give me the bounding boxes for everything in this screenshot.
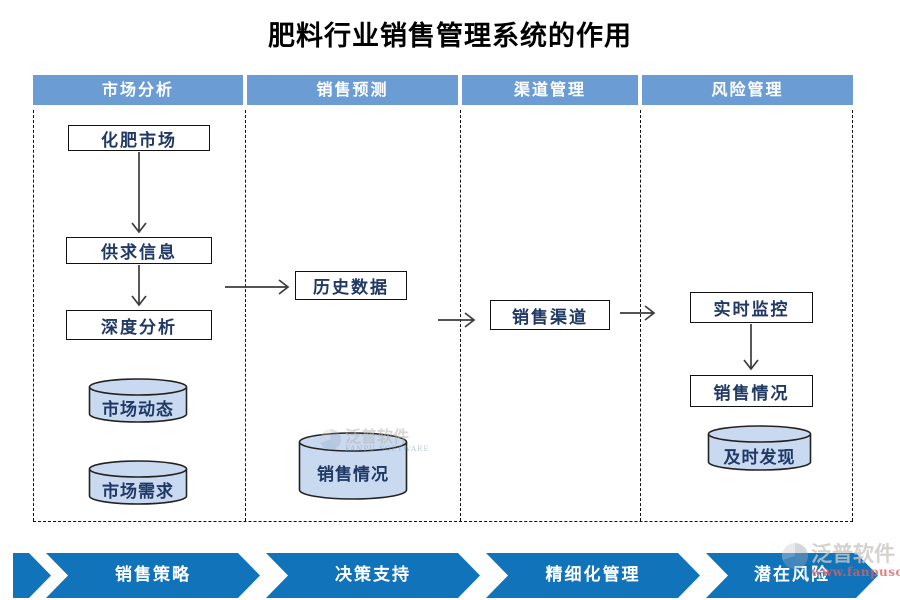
- lane-divider: [640, 110, 641, 521]
- banner-segment-decision-support: 决策支持: [266, 553, 480, 598]
- node-realtime-monitor: 实时监控: [690, 292, 813, 323]
- arrow-right-icon: [225, 279, 290, 295]
- banner-segment-sales-strategy: 销售策略: [46, 553, 260, 598]
- banner-segment-refined-mgmt: 精细化管理: [486, 553, 700, 598]
- column-header-channel-mgmt: 渠道管理: [462, 75, 638, 105]
- node-sales-channel: 销售渠道: [490, 300, 610, 330]
- lane-bottom-border: [33, 521, 853, 522]
- cylinder-sales-status: 销售情况: [298, 432, 408, 500]
- lane-divider: [33, 110, 34, 521]
- column-header-sales-forecast: 销售预测: [247, 75, 458, 105]
- column-header-risk-mgmt: 风险管理: [642, 75, 853, 105]
- cylinder-market-dynamics: 市场动态: [88, 378, 188, 423]
- node-fertilizer-market: 化肥市场: [68, 125, 210, 151]
- cylinder-shape-icon: [707, 425, 812, 471]
- node-deep-analysis: 深度分析: [66, 310, 212, 340]
- arrow-down-icon: [131, 152, 147, 234]
- cylinder-label: 及时发现: [723, 448, 796, 468]
- cylinder-label: 销售情况: [317, 465, 389, 485]
- node-history-data: 历史数据: [295, 271, 407, 300]
- lane-divider: [460, 110, 461, 521]
- column-header-market-analysis: 市场分析: [33, 75, 243, 105]
- cylinder-shape-icon: [88, 460, 188, 505]
- cylinder-shape-icon: [88, 378, 188, 423]
- cylinder-timely-discovery: 及时发现: [707, 425, 812, 471]
- cylinder-label: 市场需求: [102, 482, 174, 502]
- cylinder-shape-icon: [298, 432, 408, 500]
- page-title: 肥料行业销售管理系统的作用: [268, 21, 632, 52]
- banner-segment-potential-risk: 潜在风险: [706, 553, 878, 598]
- node-sales-status: 销售情况: [690, 375, 813, 407]
- lane-divider: [245, 110, 246, 521]
- arrow-down-icon: [743, 324, 759, 371]
- lane-divider: [852, 110, 853, 521]
- arrow-right-icon: [620, 305, 656, 321]
- cylinder-label: 市场动态: [102, 400, 174, 420]
- arrow-down-icon: [131, 265, 147, 307]
- cylinder-market-demand: 市场需求: [88, 460, 188, 505]
- node-supply-demand-info: 供求信息: [66, 237, 212, 264]
- arrow-right-icon: [438, 312, 476, 328]
